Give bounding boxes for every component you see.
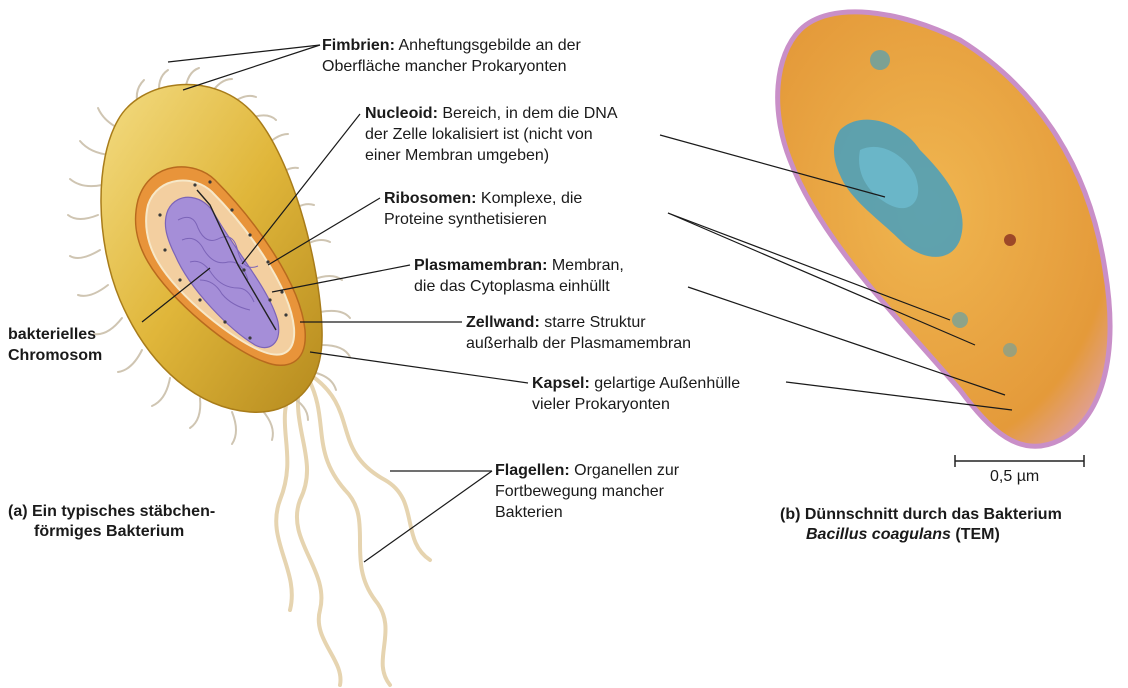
caption-b: (b) Dünnschnitt durch das Bakterium Baci… bbox=[780, 505, 1062, 545]
flagella bbox=[276, 376, 430, 685]
text-flagellen-3: Bakterien bbox=[495, 502, 679, 523]
term-ribosomen: Ribosomen: bbox=[384, 190, 476, 207]
term-zellwand: Zellwand: bbox=[466, 314, 540, 331]
label-kapsel: Kapsel: gelartige Außenhülle vieler Prok… bbox=[532, 373, 740, 415]
caption-b-suffix: (TEM) bbox=[955, 526, 999, 543]
text-zellwand-1: starre Struktur bbox=[544, 314, 645, 331]
text-kapsel-2: vieler Prokaryonten bbox=[532, 394, 740, 415]
text-nucleoid-3: einer Membran umgeben) bbox=[365, 145, 618, 166]
label-fimbrien: Fimbrien: Anheftungsgebilde an der Oberf… bbox=[322, 35, 581, 77]
text-fimbrien-2: Oberfläche mancher Prokaryonten bbox=[322, 56, 581, 77]
term-fimbrien: Fimbrien: bbox=[322, 37, 395, 54]
scale-bar-label: 0,5 µm bbox=[990, 468, 1039, 486]
text-plasmamembran-1: Membran, bbox=[552, 257, 624, 274]
term-flagellen: Flagellen: bbox=[495, 462, 570, 479]
scale-bar bbox=[955, 455, 1084, 467]
term-kapsel: Kapsel: bbox=[532, 375, 590, 392]
text-chromosom-2: Chromosom bbox=[8, 345, 102, 366]
caption-a-line2: förmiges Bakterium bbox=[8, 522, 215, 542]
caption-a-line1: (a) Ein typisches stäbchen- bbox=[8, 502, 215, 522]
text-plasmamembran-2: die das Cytoplasma einhüllt bbox=[414, 276, 624, 297]
text-flagellen-1: Organellen zur bbox=[574, 462, 679, 479]
text-nucleoid-2: der Zelle lokalisiert ist (nicht von bbox=[365, 124, 618, 145]
label-nucleoid: Nucleoid: Bereich, in dem die DNA der Ze… bbox=[365, 103, 618, 166]
label-ribosomen: Ribosomen: Komplexe, die Proteine synthe… bbox=[384, 188, 582, 230]
text-nucleoid-1: Bereich, in dem die DNA bbox=[442, 105, 617, 122]
text-ribosomen-1: Komplexe, die bbox=[481, 190, 582, 207]
label-zellwand: Zellwand: starre Struktur außerhalb der … bbox=[466, 312, 691, 354]
text-fimbrien-1: Anheftungsgebilde an der bbox=[398, 37, 580, 54]
text-zellwand-2: außerhalb der Plasmamembran bbox=[466, 333, 691, 354]
text-chromosom-1: bakterielles bbox=[8, 324, 102, 345]
caption-b-line1: (b) Dünnschnitt durch das Bakterium bbox=[780, 505, 1062, 525]
term-plasmamembran: Plasmamembran: bbox=[414, 257, 547, 274]
caption-b-species: Bacillus coagulans bbox=[806, 526, 951, 543]
text-flagellen-2: Fortbewegung mancher bbox=[495, 481, 679, 502]
tem-micrograph bbox=[778, 12, 1110, 446]
label-chromosom: bakterielles Chromosom bbox=[8, 324, 102, 366]
text-ribosomen-2: Proteine synthetisieren bbox=[384, 209, 582, 230]
label-flagellen: Flagellen: Organellen zur Fortbewegung m… bbox=[495, 460, 679, 523]
label-plasmamembran: Plasmamembran: Membran, die das Cytoplas… bbox=[414, 255, 624, 297]
text-kapsel-1: gelartige Außenhülle bbox=[594, 375, 740, 392]
term-nucleoid: Nucleoid: bbox=[365, 105, 438, 122]
caption-a: (a) Ein typisches stäbchen- förmiges Bak… bbox=[8, 502, 215, 542]
